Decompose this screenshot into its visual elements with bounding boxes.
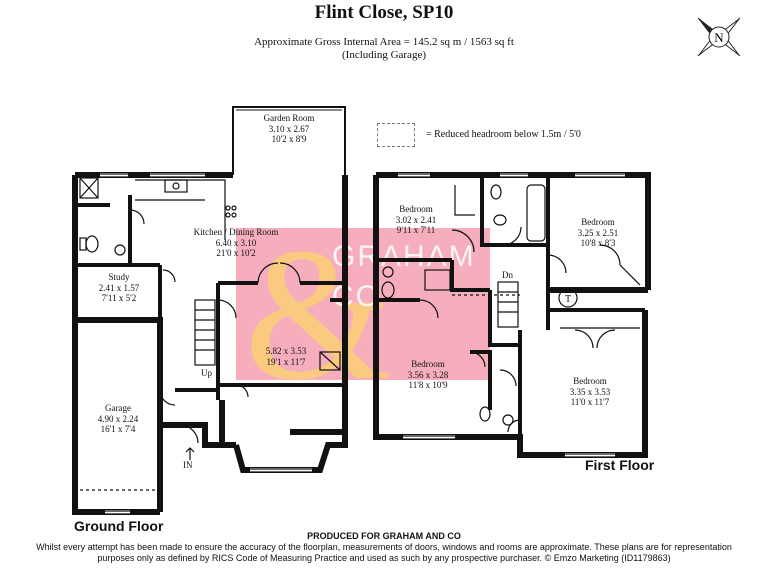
room-imperial: 10'2 x 8'9	[271, 134, 307, 144]
room-metric: 3.56 x 3.28	[407, 369, 449, 380]
room-label-garden-room: Garden Room 3.10 x 2.67 10'2 x 8'9	[237, 113, 341, 145]
room-metric: 2.41 x 1.57	[98, 282, 140, 293]
watermark-text-2: CO	[332, 280, 381, 313]
room-name: Kitchen / Dining Room	[193, 227, 279, 237]
area-line-1: Approximate Gross Internal Area = 145.2 …	[254, 36, 514, 48]
room-name: Study	[108, 272, 130, 282]
room-imperial: 7'11 x 5'2	[101, 293, 137, 303]
room-name: Bedroom	[399, 204, 433, 214]
ground-floor-internal-walls	[75, 195, 345, 400]
area-summary: Approximate Gross Internal Area = 145.2 …	[0, 36, 768, 62]
room-imperial: 11'0 x 11'7	[570, 397, 610, 407]
ground-floor-outer-walls	[72, 172, 348, 515]
room-name: Bedroom	[581, 217, 615, 227]
compass-icon: N	[697, 17, 741, 57]
compass-label: N	[714, 30, 724, 45]
tank-label: T	[565, 294, 571, 305]
stairs-up-label: Up	[201, 368, 212, 378]
room-metric: 3.25 x 2.51	[577, 227, 619, 238]
room-label-bedroom-1: Bedroom 3.02 x 2.41 9'11 x 7'11	[380, 204, 452, 236]
reduced-headroom-swatch	[377, 123, 415, 147]
plan-title: Flint Close, SP10	[314, 2, 454, 23]
area-line-2: (Including Garage)	[342, 49, 426, 61]
first-floor-label: First Floor	[585, 457, 655, 473]
disclaimer-text: Whilst every attempt has been made to en…	[36, 542, 732, 563]
room-metric: 3.35 x 3.53	[569, 386, 611, 397]
room-metric: 3.10 x 2.67	[268, 123, 310, 134]
room-metric: 5.82 x 3.53	[265, 346, 307, 356]
reduced-headroom-legend: = Reduced headroom below 1.5m / 5'0	[426, 129, 581, 140]
room-label-garage: Garage 4.90 x 2.24 16'1 x 7'4	[82, 403, 154, 435]
entrance-label: IN	[183, 460, 193, 470]
room-label-study: Study 2.41 x 1.57 7'11 x 5'2	[82, 272, 156, 304]
room-name: Garage	[105, 403, 131, 413]
first-floor-fixtures	[381, 173, 641, 458]
room-label-living-room: 5.82 x 3.53 19'1 x 11'7	[246, 346, 326, 367]
room-imperial: 19'1 x 11'7	[266, 356, 306, 367]
room-imperial: 16'1 x 7'4	[100, 424, 136, 434]
room-imperial: 11'8 x 10'9	[408, 380, 448, 390]
ground-floor-label: Ground Floor	[74, 518, 164, 534]
produced-for-text: PRODUCED FOR GRAHAM AND CO	[307, 531, 461, 541]
room-imperial: 10'8 x 8'3	[580, 238, 616, 248]
room-imperial: 9'11 x 7'11	[396, 225, 436, 235]
room-name: Bedroom	[573, 376, 607, 386]
ground-floor-fixtures	[79, 173, 341, 515]
room-name: Garden Room	[263, 113, 315, 123]
room-metric: 4.90 x 2.24	[97, 413, 139, 424]
first-floor-internal-walls	[376, 175, 645, 437]
room-metric: 3.02 x 2.41	[395, 214, 437, 225]
stairs-down-label: Dn	[502, 270, 513, 280]
room-label-bedroom-4: Bedroom 3.35 x 3.53 11'0 x 11'7	[550, 376, 630, 408]
room-name: Bedroom	[411, 359, 445, 369]
room-label-kitchen-dining: Kitchen / Dining Room 6.40 x 3.10 21'0 x…	[176, 227, 296, 259]
room-metric: 6.40 x 3.10	[215, 237, 257, 248]
garden-room-walls	[232, 106, 346, 175]
room-label-bedroom-3: Bedroom 3.56 x 3.28 11'8 x 10'9	[392, 359, 464, 391]
room-label-bedroom-2: Bedroom 3.25 x 2.51 10'8 x 8'3	[556, 217, 640, 249]
room-imperial: 21'0 x 10'2	[216, 248, 256, 258]
